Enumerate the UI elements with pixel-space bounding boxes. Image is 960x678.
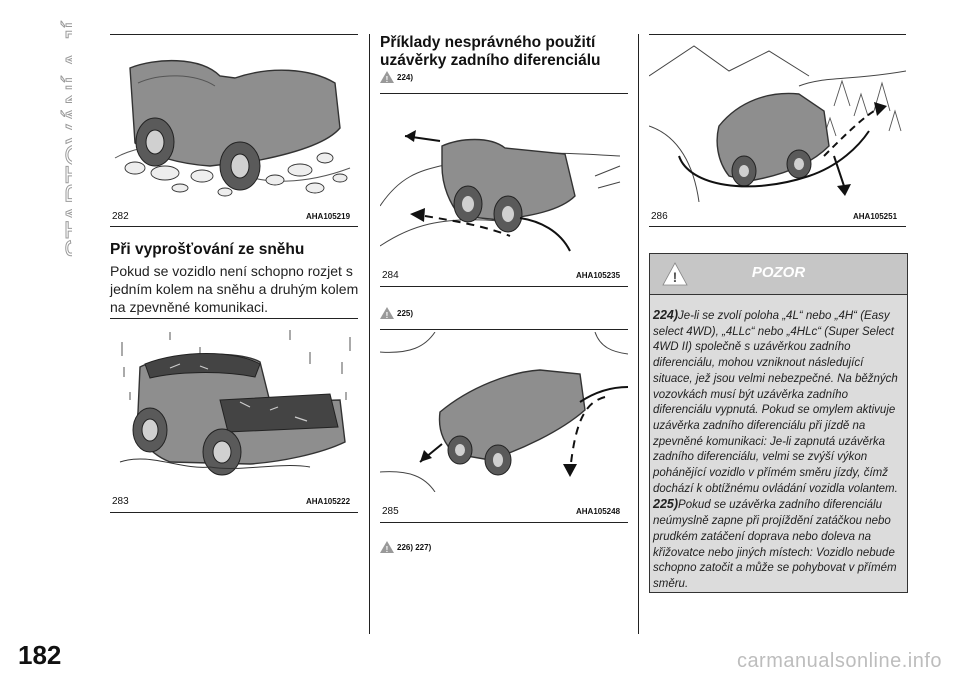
- warning-ref: 225): [397, 309, 414, 318]
- paragraph-line: na zpevněné komunikaci.: [110, 299, 268, 315]
- heading-line: Příklady nesprávného použití: [380, 34, 596, 51]
- svg-text:!: !: [673, 269, 678, 285]
- section-paragraph: Pokud se vozidlo není schopno rozjet s j…: [110, 262, 360, 316]
- figure-code: AHA105222: [306, 497, 351, 506]
- section-title-vertical: STARTOVÁNÍ A JÍZDA: [8, 20, 73, 260]
- warning-title: POZOR: [751, 264, 806, 281]
- column-divider: [638, 34, 639, 634]
- svg-text:!: !: [386, 75, 389, 83]
- figure-bottom-rule: [380, 522, 628, 523]
- figure-number: 285: [382, 506, 399, 517]
- figure-285-intersection: [380, 332, 628, 492]
- column-divider: [369, 34, 370, 634]
- figure-284-curve: [380, 96, 628, 256]
- figure-bottom-rule: [380, 286, 628, 287]
- svg-text:!: !: [386, 545, 389, 553]
- warning-body: 224)Je-li se zvolí poloha „4L“ nebo „4H“…: [653, 308, 903, 593]
- figure-code: AHA105248: [576, 507, 621, 516]
- figure-bottom-rule: [110, 512, 358, 513]
- figure-283-snow: [110, 322, 358, 482]
- figure-top-rule: [380, 93, 628, 94]
- figure-bottom-rule: [649, 226, 906, 227]
- figure-code: AHA105219: [306, 212, 351, 221]
- figure-number: 282: [112, 211, 129, 222]
- section-title-text: STARTOVÁNÍ A JÍZDA: [60, 20, 72, 258]
- figure-code: AHA105235: [576, 271, 621, 280]
- warning-item: 225)Pokud se uzávěrka zadního diferenciá…: [653, 497, 903, 592]
- figure-286-mountain-turn: [649, 36, 906, 202]
- warning-ref: 226) 227): [397, 543, 432, 552]
- figure-bottom-rule: [110, 226, 358, 227]
- svg-text:!: !: [386, 311, 389, 319]
- section-heading: Při vyprošťování ze sněhu: [110, 241, 305, 258]
- heading-line: uzávěrky zadního diferenciálu: [380, 52, 601, 69]
- warning-triangle-icon: !: [662, 262, 688, 291]
- warning-item-ref: 224): [653, 308, 679, 322]
- warning-ref: 224): [397, 73, 414, 82]
- warning-ref-icon: !: [380, 540, 394, 558]
- figure-top-rule: [110, 34, 358, 35]
- warning-ref-icon: !: [380, 306, 394, 324]
- figure-top-rule: [649, 34, 906, 35]
- figure-code: AHA105251: [853, 212, 898, 221]
- paragraph-line: Pokud se vozidlo není schopno rozjet s: [110, 263, 353, 279]
- figure-number: 283: [112, 496, 129, 507]
- page-number: 182: [18, 640, 62, 670]
- figure-number: 286: [651, 211, 668, 222]
- warning-item: 224)Je-li se zvolí poloha „4L“ nebo „4H“…: [653, 308, 903, 497]
- figure-282-stuck-in-rocks: [110, 38, 358, 198]
- figure-top-rule: [110, 318, 358, 319]
- paragraph-line: jedním kolem na sněhu a druhým kolem: [110, 281, 359, 297]
- warning-ref-icon: !: [380, 70, 394, 88]
- warning-header: ! POZOR: [650, 254, 907, 295]
- figure-top-rule: [380, 329, 628, 330]
- section-heading: Příklady nesprávného použití uzávěrky za…: [380, 34, 630, 70]
- warning-box: ! POZOR 224)Je-li se zvolí poloha „4L“ n…: [649, 253, 908, 593]
- figure-number: 284: [382, 270, 399, 281]
- warning-item-text: Pokud se uzávěrka zadního diferenciálu n…: [653, 499, 897, 590]
- footer-watermark: carmanualsonline.info: [736, 650, 942, 672]
- warning-item-text: Je-li se zvolí poloha „4L“ nebo „4H“ (Ea…: [653, 310, 898, 495]
- warning-item-ref: 225): [653, 497, 679, 512]
